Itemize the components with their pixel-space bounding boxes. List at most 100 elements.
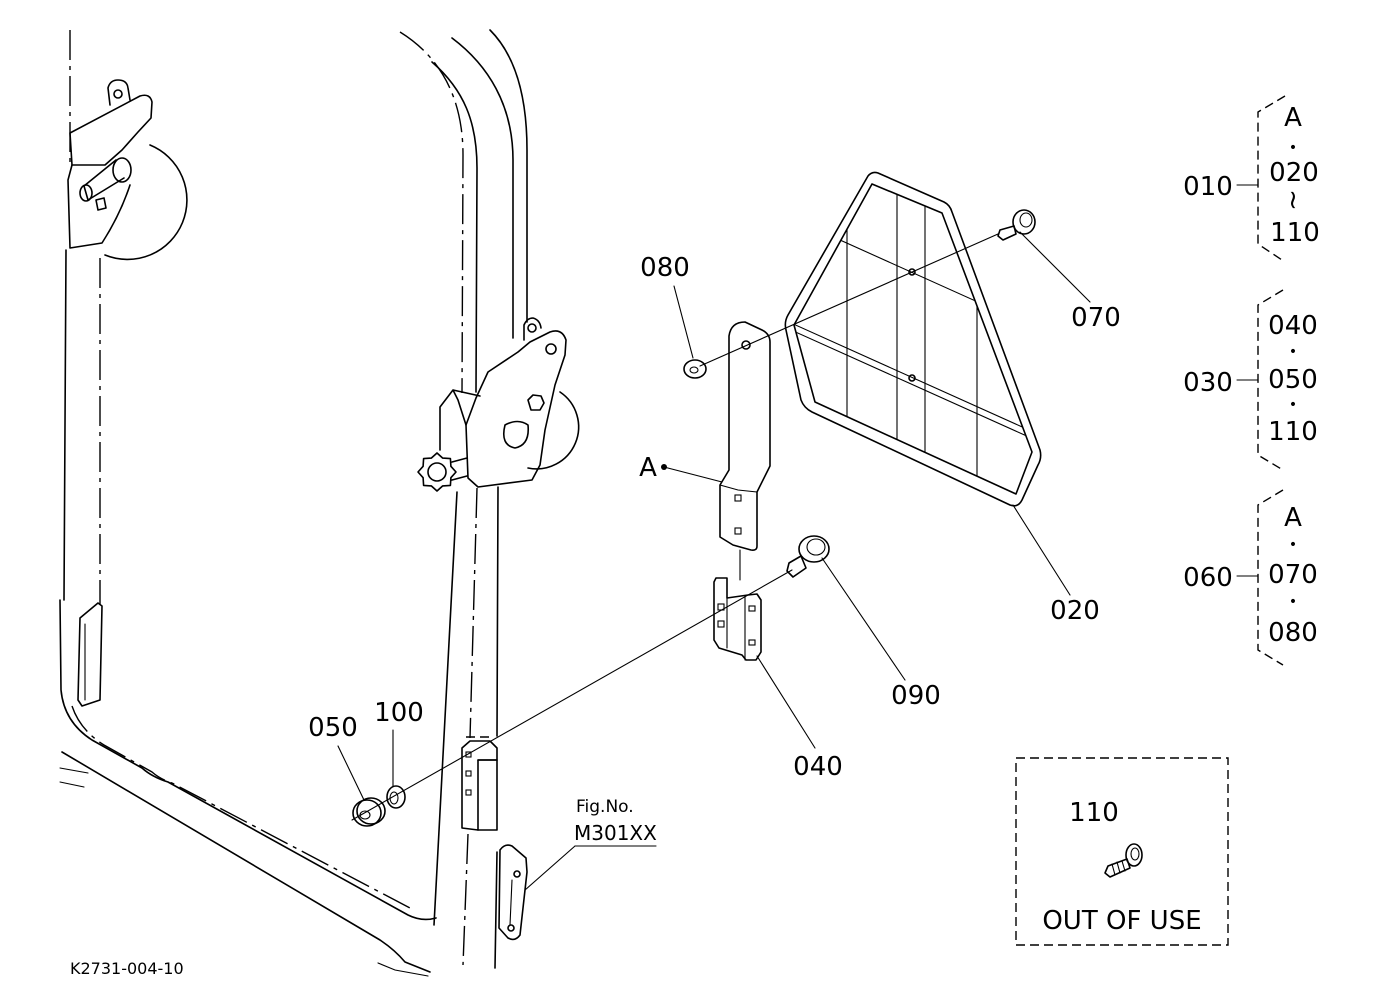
- washer-100-body: [386, 785, 406, 809]
- assembly-010-separator-1: •: [1289, 140, 1297, 156]
- part-020-net-guard: [784, 171, 1042, 507]
- out-of-use-border: [1015, 757, 1229, 946]
- assembly-060-bracket: [1257, 489, 1284, 666]
- assembly-030-item-3: 110: [1268, 417, 1318, 447]
- axis-line-090-to-050: [351, 569, 793, 821]
- nut-080-body: [683, 359, 707, 379]
- figure-ref-leader: [524, 845, 576, 891]
- assembly-060-separator-1: •: [1289, 537, 1297, 553]
- bottom-hinge-inner: [509, 879, 513, 926]
- door-bottom-edge: [59, 599, 437, 921]
- figure-reference: Fig.No. M301XX: [524, 797, 657, 891]
- door-bottom-centerline: [71, 705, 411, 909]
- assembly-030-bracket: [1257, 289, 1284, 471]
- door-lower-trim-c: [377, 962, 429, 977]
- washer-050-body: [352, 799, 382, 827]
- bolt-070-shank: [997, 225, 1017, 241]
- bottom-hinge-body: [498, 844, 528, 941]
- latch-tab-hole: [113, 89, 123, 99]
- hinge-040-body: [713, 577, 762, 661]
- lower-hinge-slot-c: [465, 789, 472, 796]
- latch-pin-body: [83, 159, 125, 201]
- out-of-use-part-number: 110: [1069, 798, 1119, 828]
- hinge-flange: [439, 389, 481, 451]
- door-left-edge: [63, 249, 67, 601]
- hinge-top-tab: [523, 317, 542, 341]
- door-hinge-lower: [461, 736, 498, 831]
- part-080-nut: [683, 359, 707, 379]
- leader-080: [673, 285, 694, 359]
- assembly-010: 010 A • 020 ~ 110: [1183, 95, 1320, 263]
- latch-tab: [107, 79, 131, 106]
- label-040: 040: [793, 752, 843, 782]
- label-050: 050: [308, 713, 358, 743]
- part-070-bolt: [997, 209, 1036, 241]
- lower-hinge-leaf: [477, 759, 498, 831]
- net-grid-horizontal-1: [794, 203, 1032, 340]
- assembly-030-number: 030: [1183, 368, 1233, 398]
- door-frame-inner-curve: [451, 37, 514, 339]
- part-050-washer: [352, 797, 386, 827]
- figure-ref-number: M301XX: [574, 821, 657, 845]
- part-a-bracket: [719, 321, 771, 551]
- out-of-use-box: 110 OUT OF USE: [1015, 757, 1229, 946]
- assembly-010-item-1: A: [1284, 103, 1302, 133]
- knob-icon: [417, 452, 457, 492]
- part-100-washer: [386, 785, 406, 809]
- knob-center: [427, 462, 447, 482]
- bolt-090-head-face: [806, 538, 826, 556]
- hinge-clip-loop: [502, 420, 530, 449]
- leader-020: [1012, 504, 1071, 596]
- label-ref-a: A: [639, 453, 657, 483]
- assembly-030-separator-2: •: [1289, 397, 1297, 413]
- leader-070: [1019, 231, 1091, 303]
- net-inner-frame: [793, 183, 1033, 495]
- drawing-code: K2731-004-10: [70, 959, 184, 978]
- hinge-plate: [465, 330, 567, 488]
- net-grid: [794, 184, 1032, 494]
- pillar-left-edge: [433, 491, 458, 926]
- assembly-060: 060 A • 070 • 080: [1183, 489, 1318, 666]
- label-100: 100: [374, 698, 424, 728]
- lower-hinge-slot-a: [465, 751, 472, 758]
- assembly-030: 030 040 • 050 • 110: [1183, 289, 1318, 471]
- bolt-070-head: [1012, 209, 1036, 235]
- net-outer-frame: [784, 171, 1042, 507]
- label-090: 090: [891, 681, 941, 711]
- nut-080-bore: [689, 366, 699, 374]
- hinge-top-tab-hole: [527, 323, 537, 333]
- net-mount-hole-upper: [908, 268, 916, 276]
- latch-pin-end: [79, 184, 93, 202]
- hinge-040-slot-d: [748, 639, 756, 646]
- door-lower-trim-b: [59, 781, 85, 788]
- hinge-plate-hole: [545, 343, 557, 355]
- bolt-110-shank: [1104, 858, 1131, 878]
- bolt-110-head-face: [1130, 847, 1140, 861]
- latch-pin-cap: [95, 197, 107, 211]
- bracket-a-body: [719, 321, 771, 551]
- bolt-070-head-face: [1019, 212, 1033, 228]
- bolt-110-thread: [1111, 860, 1126, 876]
- assembly-060-item-3: 080: [1268, 618, 1318, 648]
- label-070: 070: [1071, 303, 1121, 333]
- leader-a: [663, 466, 723, 483]
- assembly-010-item-2: 020: [1269, 158, 1319, 188]
- hinge-040-slot-b: [717, 620, 725, 628]
- knob-stem: [451, 457, 468, 481]
- door-frame-outer-curve: [489, 29, 528, 323]
- bracket-a-slot-lower: [734, 527, 742, 535]
- bolt-090-shank: [786, 555, 807, 578]
- label-080: 080: [640, 253, 690, 283]
- assembly-010-bracket: [1257, 95, 1286, 263]
- washer-050-bore: [359, 810, 371, 820]
- latch-cover-arc: [104, 144, 188, 261]
- pillar-right-edge-lower: [494, 851, 498, 969]
- axis-line-080-to-070: [699, 233, 999, 367]
- hinge-040-leaf-edge: [726, 595, 746, 661]
- bracket-a-slot-upper: [734, 494, 742, 502]
- leader-040: [756, 655, 816, 749]
- assembly-060-item-2: 070: [1268, 560, 1318, 590]
- assembly-060-number: 060: [1183, 563, 1233, 593]
- hinge-040-slot-c: [748, 605, 756, 612]
- washer-050-back: [356, 797, 386, 825]
